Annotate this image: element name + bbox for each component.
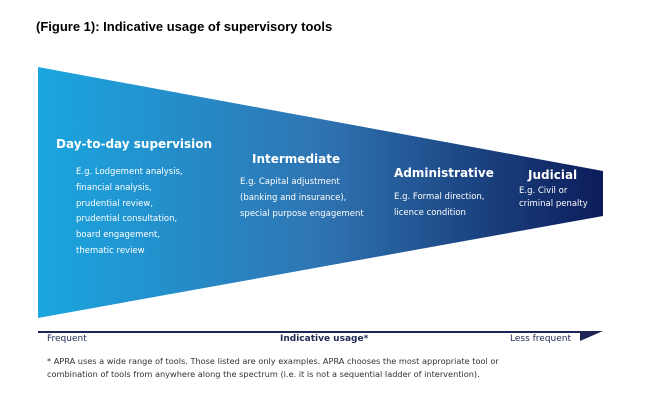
stage-line: prudential consultation, <box>76 214 178 225</box>
stage-line: E.g. Civil or <box>519 186 568 196</box>
stage-line: board engagement, <box>76 230 161 241</box>
axis-label-less-frequent: Less frequent <box>510 334 572 344</box>
stage-line: special purpose engagement <box>240 208 364 219</box>
axis-arrow-icon <box>580 331 603 341</box>
stage-line: prudential review, <box>76 198 154 209</box>
footnote-line: combination of tools from anywhere along… <box>47 369 480 379</box>
stage-body-administrative: E.g. Formal direction, licence condition <box>394 190 485 222</box>
stage-line: E.g. Capital adjustment <box>240 177 340 187</box>
figure-title: (Figure 1): Indicative usage of supervis… <box>36 19 333 34</box>
stage-line: licence condition <box>394 207 466 218</box>
footnote-line: * APRA uses a wide range of tools. Those… <box>47 356 499 366</box>
stage-body-day-to-day: E.g. Lodgement analysis, financial analy… <box>76 165 183 260</box>
stage-body-judicial: E.g. Civil or criminal penalty <box>519 185 588 210</box>
stage-heading-administrative: Administrative <box>394 166 494 180</box>
stage-line: financial analysis, <box>76 182 152 193</box>
stage-line: E.g. Formal direction, <box>394 192 485 202</box>
funnel-shape <box>38 67 603 318</box>
stage-line: criminal penalty <box>519 198 588 209</box>
stage-heading-day-to-day: Day-to-day supervision <box>56 137 213 151</box>
axis-label-center: Indicative usage* <box>280 334 369 344</box>
axis-label-frequent: Frequent <box>47 334 87 344</box>
stage-line: (banking and insurance), <box>240 192 347 203</box>
footnote: * APRA uses a wide range of tools. Those… <box>47 355 499 381</box>
stage-heading-intermediate: Intermediate <box>252 152 341 166</box>
stage-body-intermediate: E.g. Capital adjustment (banking and ins… <box>240 175 364 222</box>
stage-heading-judicial: Judicial <box>528 168 578 182</box>
stage-line: E.g. Lodgement analysis, <box>76 167 183 177</box>
stage-line: thematic review <box>76 245 145 256</box>
